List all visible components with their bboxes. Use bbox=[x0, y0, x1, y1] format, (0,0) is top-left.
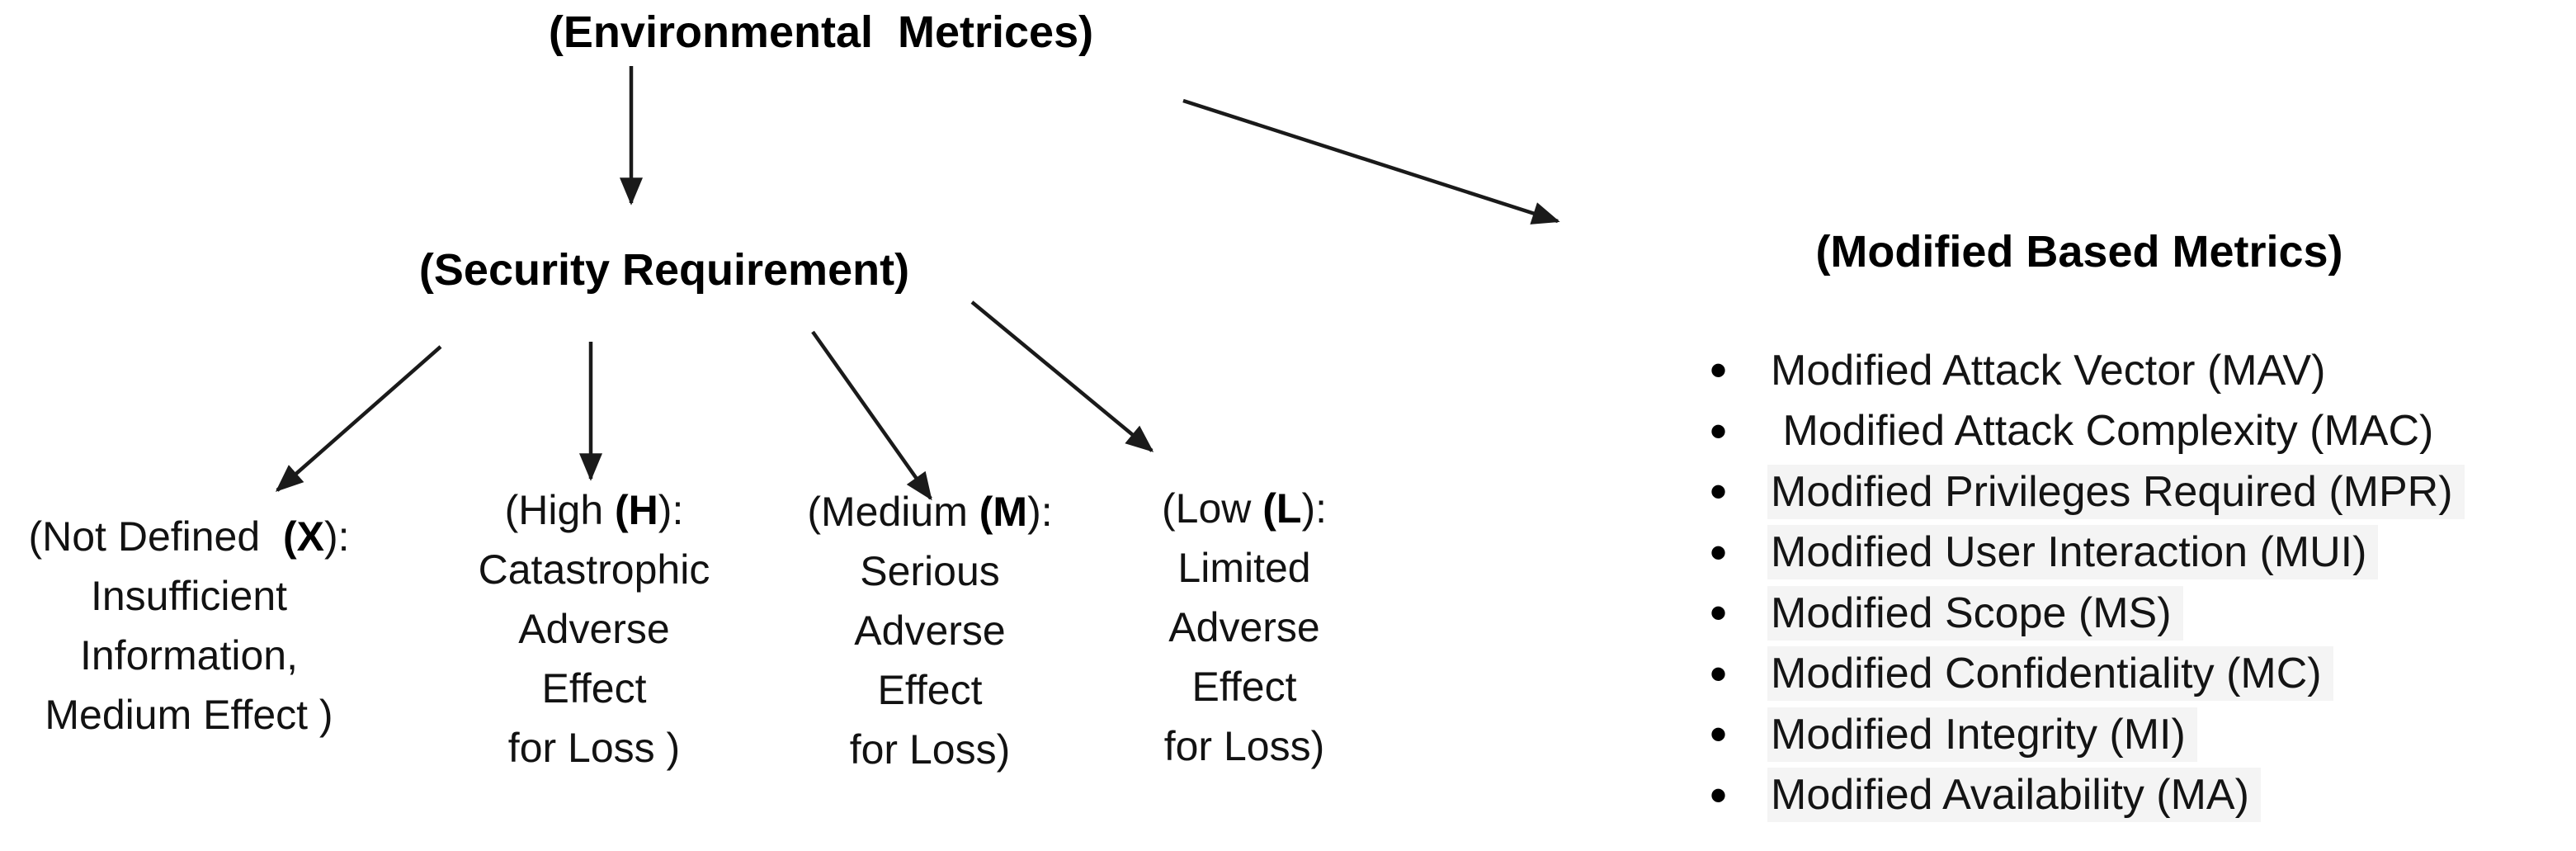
metric-item-text: Modified Availability (MA) bbox=[1767, 768, 2261, 823]
arrow-security-to-low bbox=[970, 300, 1154, 452]
environmental-metrics-title: (Environmental Metrices) bbox=[548, 7, 1094, 57]
arrow-env-to-modified bbox=[1182, 98, 1560, 225]
leaf-line: Serious bbox=[860, 548, 1000, 594]
leaf-head-post: ): bbox=[323, 513, 350, 560]
leaf-head-post: ): bbox=[1301, 485, 1327, 532]
leaf-head-bold: (X bbox=[282, 513, 324, 560]
leaf-line: Effect bbox=[541, 665, 647, 712]
leaf-head-pre: (Low bbox=[1161, 485, 1263, 532]
list-item: Modified Scope (MS) bbox=[1698, 583, 2573, 644]
arrow-security-to-notdefined bbox=[275, 345, 442, 492]
leaf-line: for Loss) bbox=[849, 726, 1011, 773]
bullet-icon bbox=[1698, 342, 1767, 399]
list-item: Modified Confidentiality (MC) bbox=[1698, 644, 2573, 705]
leaf-line: Catastrophic bbox=[478, 546, 710, 593]
leaf-head-pre: (Medium bbox=[807, 489, 979, 535]
security-requirement-title: (Security Requirement) bbox=[418, 245, 910, 295]
leaf-head-post: ): bbox=[658, 487, 684, 533]
leaf-low-head: (Low (L): bbox=[1079, 479, 1409, 538]
leaf-not-defined: (Not Defined (X): Insufficient Informati… bbox=[0, 507, 378, 745]
leaf-line: Adverse bbox=[854, 608, 1006, 654]
modified-based-metrics-title: (Modified Based Metrics) bbox=[1815, 227, 2343, 277]
leaf-line: Information, bbox=[79, 632, 298, 678]
leaf-line: Effect bbox=[1191, 664, 1297, 710]
bullet-icon bbox=[1698, 645, 1767, 702]
metric-item-text: Modified Confidentiality (MC) bbox=[1767, 646, 2333, 702]
bullet-icon bbox=[1698, 524, 1767, 581]
list-item: Modified Integrity (MI) bbox=[1698, 704, 2573, 765]
arrow-security-to-medium bbox=[811, 330, 932, 501]
metric-item-text: Modified Attack Vector (MAV) bbox=[1771, 346, 2326, 395]
bullet-icon bbox=[1698, 706, 1767, 763]
leaf-line: Insufficient bbox=[90, 573, 288, 619]
list-item: Modified Privileges Required (MPR) bbox=[1698, 461, 2573, 522]
leaf-line: for Loss) bbox=[1163, 723, 1325, 769]
leaf-line: Adverse bbox=[518, 606, 670, 652]
metric-item-text: Modified Integrity (MI) bbox=[1767, 707, 2197, 762]
list-item: Modified Attack Vector (MAV) bbox=[1698, 340, 2573, 401]
bullet-icon bbox=[1698, 767, 1767, 824]
list-item: Modified Availability (MA) bbox=[1698, 765, 2573, 826]
leaf-line: Medium Effect ) bbox=[45, 692, 333, 738]
bullet-icon bbox=[1698, 584, 1767, 641]
bullet-icon bbox=[1698, 403, 1767, 460]
leaf-line: Adverse bbox=[1168, 604, 1320, 650]
leaf-not-defined-head: (Not Defined (X): bbox=[0, 507, 378, 566]
leaf-high: (High (H): Catastrophic Adverse Effect f… bbox=[427, 480, 761, 778]
leaf-medium-head: (Medium (M): bbox=[761, 482, 1099, 541]
leaf-head-post: ): bbox=[1027, 489, 1053, 535]
list-item: Modified User Interaction (MUI) bbox=[1698, 522, 2573, 584]
leaf-line: Limited bbox=[1177, 545, 1311, 591]
metric-item-text: Modified Scope (MS) bbox=[1767, 585, 2183, 641]
metric-item-text: Modified Privileges Required (MPR) bbox=[1767, 464, 2465, 519]
leaf-head-bold: (H bbox=[615, 487, 658, 533]
leaf-line: for Loss ) bbox=[507, 725, 681, 771]
leaf-low: (Low (L): Limited Adverse Effect for Los… bbox=[1079, 479, 1409, 776]
leaf-high-head: (High (H): bbox=[427, 480, 761, 540]
leaf-head-pre: (Not Defined bbox=[28, 513, 283, 560]
leaf-head-bold: (L bbox=[1262, 485, 1302, 532]
leaf-line: Effect bbox=[877, 667, 983, 713]
bullet-icon bbox=[1698, 463, 1767, 520]
modified-metrics-list: Modified Attack Vector (MAV) Modified At… bbox=[1698, 340, 2573, 825]
list-item: Modified Attack Complexity (MAC) bbox=[1698, 401, 2573, 462]
leaf-medium: (Medium (M): Serious Adverse Effect for … bbox=[761, 482, 1099, 779]
metric-item-text: Modified User Interaction (MUI) bbox=[1767, 525, 2379, 580]
metric-item-text: Modified Attack Complexity (MAC) bbox=[1771, 407, 2434, 456]
leaf-head-pre: (High bbox=[504, 487, 616, 533]
leaf-head-bold: (M bbox=[979, 489, 1028, 535]
